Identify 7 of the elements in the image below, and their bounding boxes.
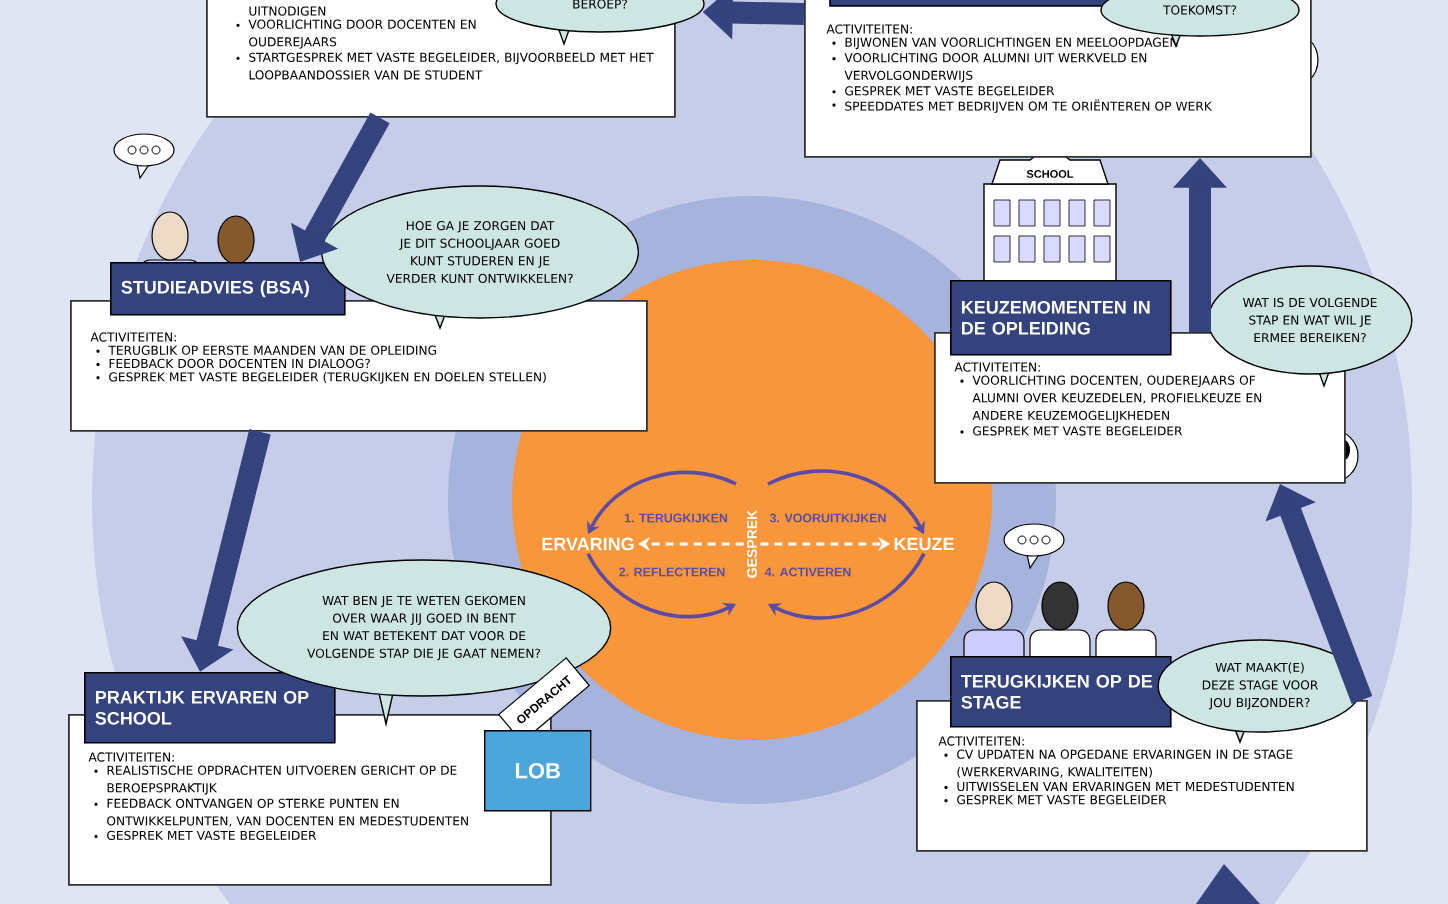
folder-box: LOB — [484, 729, 592, 812]
arrow — [768, 552, 926, 620]
title-banner: KEUZEMOMENTEN IN DE OPLEIDING — [950, 280, 1172, 356]
cycle-term: KEUZE — [894, 537, 954, 551]
cycle-term: ERVARING — [542, 537, 634, 551]
title-banner: TERUGKIJKEN OP DE STAGE — [950, 656, 1172, 728]
arrow — [586, 552, 736, 619]
